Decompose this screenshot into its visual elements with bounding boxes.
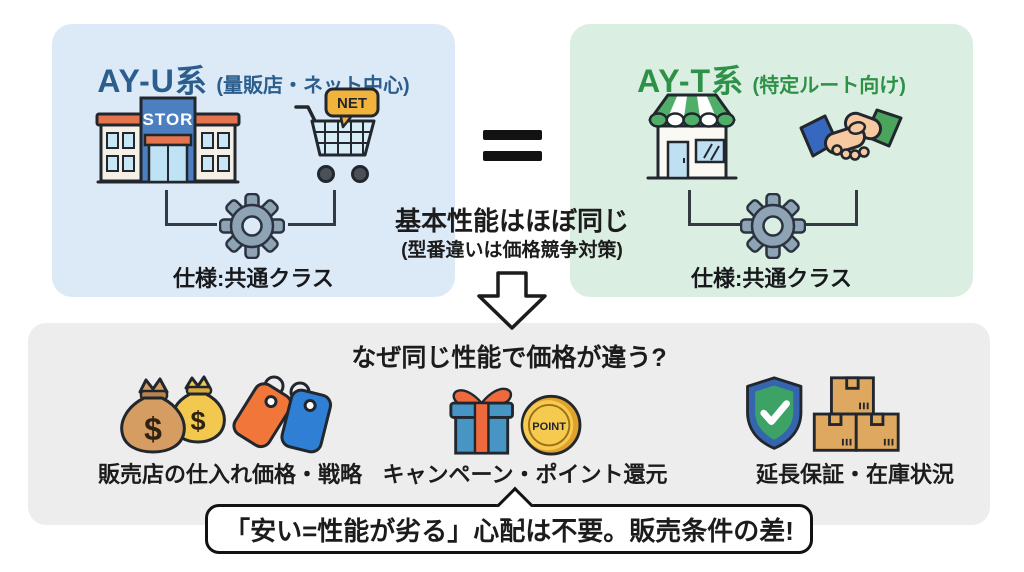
panel-ayt-title: AY-T系 (637, 63, 745, 99)
shield-boxes-icon (746, 376, 900, 452)
gift-point-coin-icon: POINT (449, 387, 582, 456)
reason-item-warranty-stock: 延長保証・在庫状況 (715, 370, 995, 489)
panel-ayu-spec-label: 仕様:共通クラス (173, 266, 334, 291)
conclusion-callout: 「安い=性能が劣る」心配は不要。販売条件の差! (205, 486, 813, 554)
equals-sign (483, 130, 542, 140)
shop-awning-icon (646, 93, 738, 180)
comparison-subheadline: (型番違いは価格競争対策) (401, 240, 623, 261)
reason-label: 販売店の仕入れ価格・戦略 (97, 462, 362, 487)
down-arrow-icon (477, 271, 547, 330)
reason-label: 延長保証・在庫状況 (755, 462, 954, 487)
connector-right-bracket (802, 190, 858, 226)
panel-ayu-title: AY-U系 (97, 63, 208, 99)
gear-icon (740, 193, 806, 259)
net-badge (324, 87, 380, 118)
reason-item-purchase-price: $ $ 販売店の仕入れ価格・戦略 (90, 370, 370, 489)
connector-left-bracket (165, 190, 217, 226)
panel-ayt-subtitle: (特定ルート向け) (752, 75, 906, 97)
equals-sign (483, 151, 542, 161)
panel-ayt-spec-label: 仕様:共通クラス (691, 266, 852, 291)
reasons-title: なぜ同じ性能で価格が違う? (351, 344, 667, 372)
svg-text:$: $ (144, 411, 162, 447)
connector-left-bracket (688, 190, 742, 226)
money-bags-price-tags-icon: $ $ (120, 375, 333, 454)
panel-ayu-heading: AY-U系 (量販店・ネット中心) (52, 56, 455, 102)
conclusion-text: 「安い=性能が劣る」心配は不要。販売条件の差! (224, 515, 794, 546)
reason-label: キャンペーン・ポイント還元 (382, 462, 668, 487)
panel-ayt-heading: AY-T系 (特定ルート向け) (570, 56, 973, 102)
comparison-headline: 基本性能はほぼ同じ (394, 206, 630, 236)
big-box-store-icon: STOR (95, 96, 241, 184)
store-sign-text: STOR (143, 110, 194, 129)
gear-icon (219, 193, 285, 259)
connector-right-bracket (288, 190, 336, 226)
online-cart-icon: NET (294, 87, 380, 183)
point-coin-text: POINT (532, 421, 566, 433)
svg-text:$: $ (190, 406, 205, 436)
handshake-icon (799, 108, 903, 161)
net-badge-text: NET (337, 95, 367, 112)
reason-item-campaign-points: POINT キャンペーン・ポイント還元 (382, 370, 668, 489)
